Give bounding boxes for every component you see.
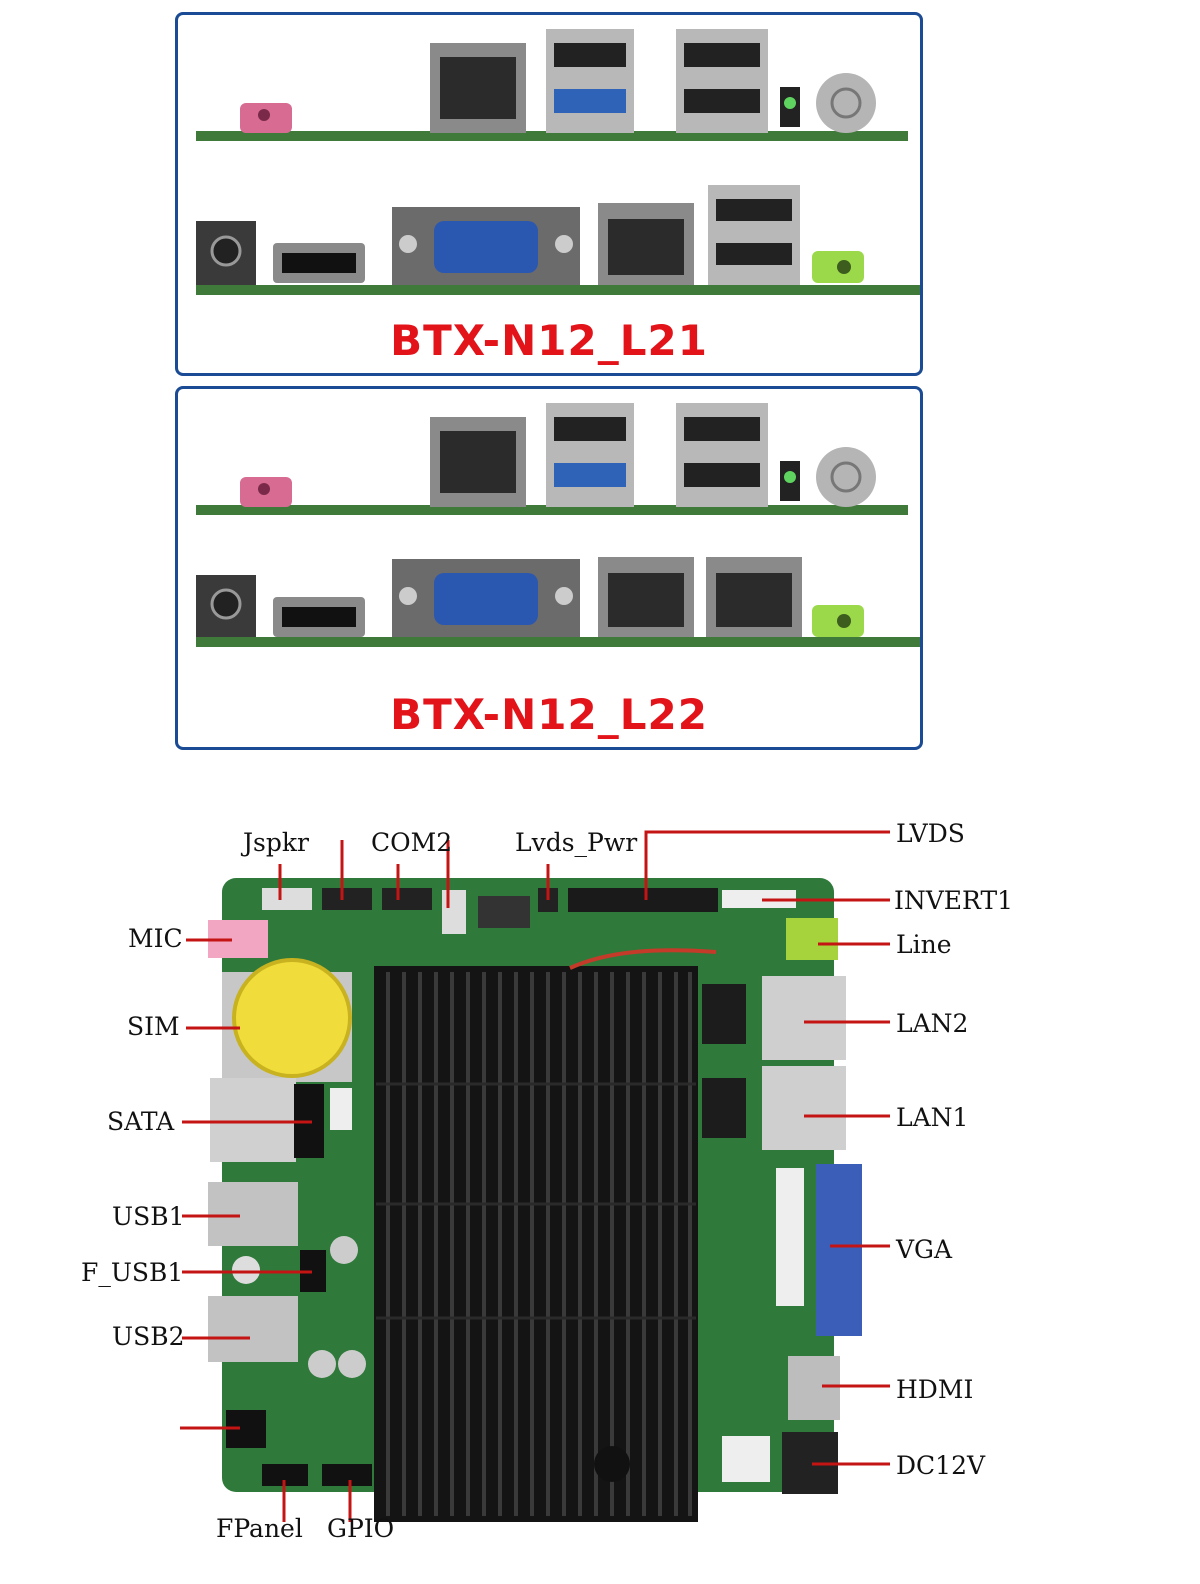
lvds-connector (776, 1168, 804, 1306)
gpio-header (322, 1464, 372, 1486)
sata-power (330, 1088, 352, 1130)
invert1-connector (722, 890, 796, 908)
jspkr-header (262, 888, 312, 910)
label-lan2: LAN2 (896, 1009, 969, 1038)
pcb-edge-top (196, 131, 908, 141)
lan-chip-1 (702, 1078, 746, 1138)
lan2-port (762, 976, 846, 1060)
pcb-edge-top (196, 505, 908, 515)
capacitor (338, 1350, 366, 1378)
power-connector (722, 1436, 770, 1482)
label-line: Line (896, 930, 952, 959)
label-gpio: GPIO (327, 1514, 395, 1543)
line-jack (786, 918, 838, 960)
label-lvds-pwr: Lvds_Pwr (515, 828, 638, 857)
heatsink (374, 966, 698, 1522)
capacitor (232, 1256, 260, 1284)
sata-port (210, 1078, 296, 1162)
buzzer (594, 1446, 630, 1482)
vga-port (816, 1164, 862, 1336)
capacitor (330, 1236, 358, 1264)
label-sata: SATA (107, 1107, 175, 1136)
pcb-edge-bottom (196, 637, 920, 647)
fpanel-header (262, 1464, 308, 1486)
dip-switch (478, 896, 530, 928)
label-jspkr: Jspkr (243, 828, 309, 857)
label-lvds: LVDS (896, 819, 965, 848)
label-dc12v: DC12V (896, 1451, 986, 1480)
io-ports-photo-l21 (196, 29, 920, 295)
label-f-usb1: F_USB1 (81, 1258, 184, 1287)
lan-chip-2 (702, 984, 746, 1044)
label-lan1: LAN1 (896, 1103, 969, 1132)
label-vga: VGA (896, 1235, 953, 1264)
label-mic: MIC (128, 924, 183, 953)
power-button (816, 447, 876, 507)
label-com2: COM2 (371, 828, 453, 857)
motherboard-diagram (180, 830, 890, 1522)
com2-header-b (382, 888, 432, 910)
fan-wire (569, 948, 717, 970)
lan1-port (762, 1066, 846, 1150)
cmos-battery (232, 958, 352, 1078)
hdmi-port (788, 1356, 840, 1420)
label-usb1: USB1 (112, 1202, 185, 1231)
label-invert1: INVERT1 (894, 886, 1014, 915)
label-usb2: USB2 (112, 1322, 185, 1351)
label-fpanel: FPanel (216, 1514, 303, 1543)
model-panel-l22: BTX-N12_L22 (175, 386, 923, 750)
connector (442, 890, 466, 934)
model-panel-l21: BTX-N12_L21 (175, 12, 923, 376)
lvds-header (568, 888, 718, 912)
model-name-l22: BTX-N12_L22 (390, 690, 708, 739)
io-ports-photo-l22 (196, 403, 920, 647)
usb2-port (208, 1296, 298, 1362)
label-hdmi: HDMI (896, 1375, 974, 1404)
capacitor (308, 1350, 336, 1378)
model-name-l21: BTX-N12_L21 (390, 316, 708, 365)
usb1-port (208, 1182, 298, 1246)
com2-header-a (322, 888, 372, 910)
pcb-edge-bottom (196, 285, 920, 295)
heatsink-fins (386, 972, 692, 1516)
leader-lines (180, 830, 890, 1522)
power-button (816, 73, 876, 133)
label-sim: SIM (127, 1012, 180, 1041)
